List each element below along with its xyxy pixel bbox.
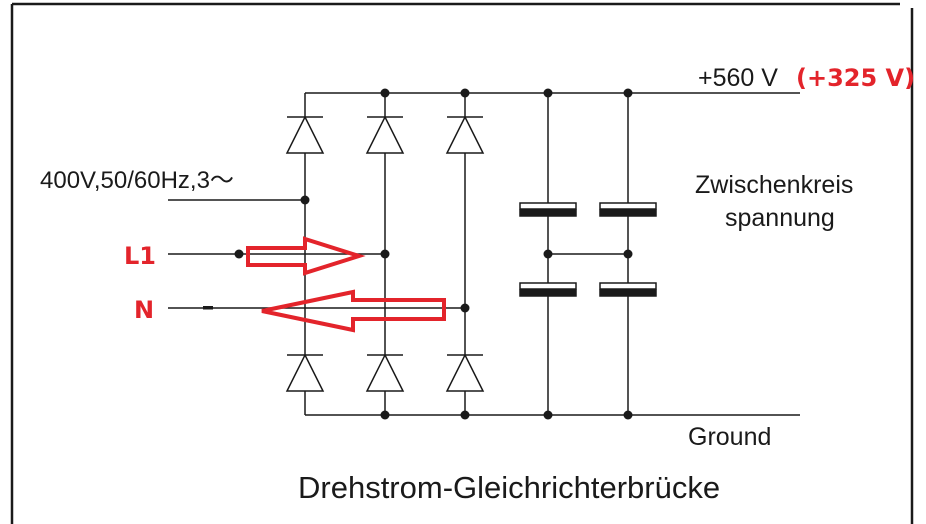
n-label: N — [134, 296, 154, 324]
dc-link-label-line1: Zwischenkreis — [695, 171, 853, 199]
diode-upper-3 — [446, 116, 484, 154]
capacitor-4 — [599, 282, 657, 290]
dc-link-label-line2: spannung — [725, 204, 835, 232]
page-frame — [10, 2, 914, 524]
diode-upper-2 — [366, 116, 404, 154]
capacitor-2 — [599, 202, 657, 210]
dc-positive-single-phase-label: (+325 V) — [796, 64, 915, 92]
annotation-arrows — [246, 236, 446, 333]
capacitors — [519, 202, 657, 297]
capacitor-1 — [519, 202, 577, 210]
dc-positive-label: +560 V — [698, 64, 778, 92]
l1-current-arrow-right — [246, 236, 366, 276]
diode-upper-1 — [286, 116, 324, 154]
input-fuse-mark — [203, 306, 213, 310]
diode-lower-1 — [286, 354, 324, 392]
ac-input-label: 400V,50/60Hz,3～ — [40, 167, 234, 194]
n-current-arrow-left — [261, 289, 446, 333]
ground-label: Ground — [688, 423, 771, 451]
l1-label: L1 — [124, 242, 156, 270]
junction-dots — [234, 88, 633, 420]
diode-lower-2 — [366, 354, 404, 392]
diagram-title: Drehstrom-Gleichrichterbrücke — [298, 470, 720, 505]
capacitor-3 — [519, 282, 577, 290]
wires — [168, 92, 800, 416]
diode-lower-3 — [446, 354, 484, 392]
